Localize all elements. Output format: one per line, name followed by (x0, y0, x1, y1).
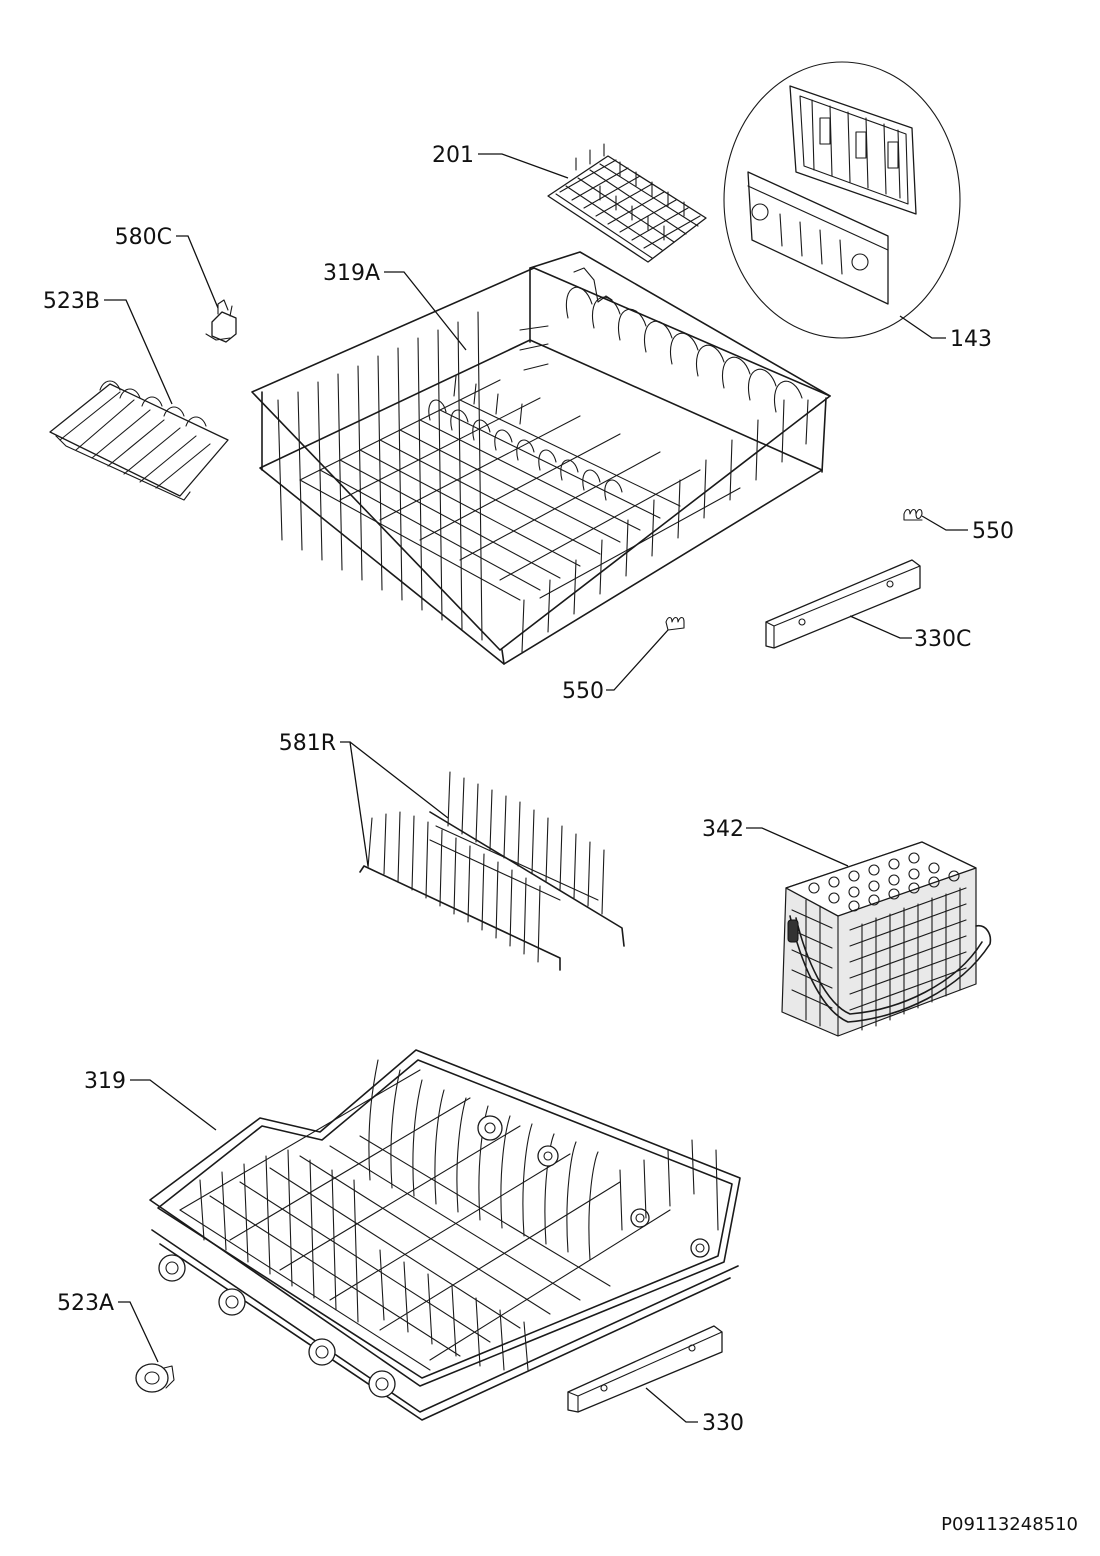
part-143-upper-clip (789, 85, 917, 215)
label-342: 342 (702, 817, 744, 842)
part-342-top-holes (808, 852, 960, 912)
label-581R: 581R (279, 731, 336, 756)
label-550-left: 550 (562, 679, 604, 704)
part-550-spring-right (903, 508, 923, 521)
part-319-wheels (158, 1208, 710, 1398)
label-319: 319 (84, 1069, 126, 1094)
label-201: 201 (432, 143, 474, 168)
part-143-detail-circle (723, 61, 961, 339)
label-580C: 580C (115, 225, 172, 250)
part-319A-upper-basket (251, 251, 831, 665)
label-330C: 330C (914, 627, 971, 652)
leader-lines (104, 153, 968, 1423)
label-143: 143 (950, 327, 992, 352)
part-342-cutlery-basket (781, 841, 992, 1037)
part-143-lower-clip (747, 171, 889, 305)
label-523B: 523B (43, 289, 100, 314)
part-319-lower-basket (149, 1049, 741, 1421)
document-number: P09113248510 (941, 1514, 1078, 1535)
part-labels: 201 580C 523B 319A 143 550 550 330C 581R… (43, 143, 1078, 1535)
part-581R-fold-down-rack (359, 771, 625, 971)
part-201-cup-rack-insert (547, 143, 707, 263)
label-550-right: 550 (972, 519, 1014, 544)
label-330: 330 (702, 1411, 744, 1436)
part-330C-rail (765, 559, 921, 649)
part-330-rail (567, 1325, 723, 1413)
label-523A: 523A (57, 1291, 114, 1316)
part-580C-clip (205, 299, 237, 343)
label-319A: 319A (323, 261, 380, 286)
part-523A-wheel (135, 1363, 175, 1393)
part-523B-cup-shelf (49, 380, 229, 501)
part-550-spring-left (665, 616, 685, 631)
